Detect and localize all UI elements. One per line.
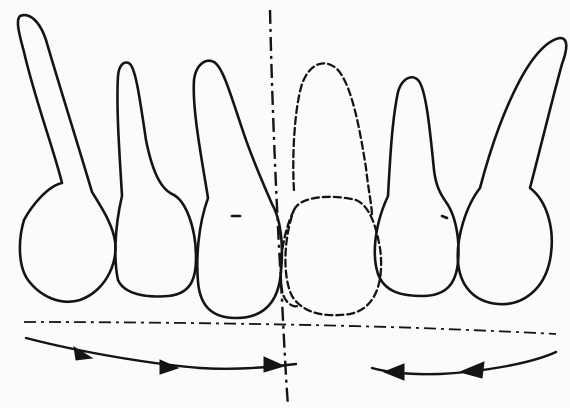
- mesial-drift-right-arrow: [372, 352, 556, 380]
- mesial-drift-left-arrow: [26, 338, 296, 374]
- occlusal-plane-line: [24, 322, 556, 334]
- tooth-5: [375, 77, 459, 296]
- tooth-1: [18, 15, 116, 302]
- tooth-3: [194, 61, 282, 318]
- tooth-4-dashed: [281, 63, 381, 315]
- tooth-6: [458, 38, 567, 304]
- tooth-2: [115, 63, 196, 297]
